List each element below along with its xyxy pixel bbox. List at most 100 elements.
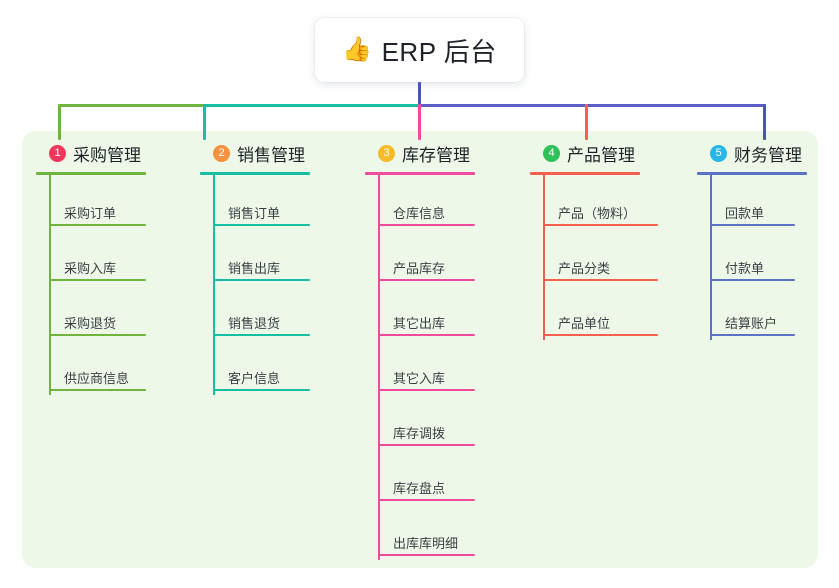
leaf-underline bbox=[543, 334, 658, 336]
column-sales[interactable]: 2 销售管理销售订单销售出库销售退货客户信息 bbox=[200, 139, 310, 395]
leaf-underline bbox=[213, 224, 310, 226]
leaf-label: 结算账户 bbox=[725, 316, 778, 331]
column-items-purchase: 采购订单采购入库采购退货供应商信息 bbox=[36, 175, 146, 395]
leaf-underline bbox=[49, 334, 146, 336]
column-items-product: 产品（物料） 产品分类产品单位 bbox=[530, 175, 658, 340]
column-spine-inventory bbox=[378, 175, 380, 560]
drop-sales-connector bbox=[203, 104, 206, 140]
leaf-label: 其它入库 bbox=[393, 371, 446, 386]
leaf-label: 产品（物料） bbox=[558, 206, 637, 221]
column-badge-product: 4 bbox=[543, 144, 560, 162]
leaf-label: 销售退货 bbox=[228, 316, 281, 331]
leaf-item[interactable]: 其它入库 bbox=[365, 340, 475, 395]
drop-finance-connector bbox=[763, 104, 766, 140]
leaf-label: 采购入库 bbox=[64, 261, 117, 276]
leaf-item[interactable]: 销售退货 bbox=[200, 285, 310, 340]
leaf-label: 付款单 bbox=[725, 261, 765, 276]
root-stem-connector bbox=[418, 82, 421, 106]
leaf-underline bbox=[378, 444, 475, 446]
column-title-purchase: 采购管理 bbox=[73, 145, 141, 165]
column-items-finance: 回款单付款单结算账户 bbox=[697, 175, 807, 340]
leaf-underline bbox=[378, 224, 475, 226]
column-items-inventory: 仓库信息产品库存其它出库其它入库库存调拨库存盘点出库库明细 bbox=[365, 175, 475, 560]
leaf-item[interactable]: 产品单位 bbox=[530, 285, 658, 340]
leaf-label: 出库库明细 bbox=[393, 536, 459, 551]
leaf-item[interactable]: 结算账户 bbox=[697, 285, 807, 340]
root-node[interactable]: 👍 ERP 后台 bbox=[315, 18, 524, 82]
leaf-label: 产品单位 bbox=[558, 316, 611, 331]
leaf-label: 采购订单 bbox=[64, 206, 117, 221]
leaf-item[interactable]: 出库库明细 bbox=[365, 505, 475, 560]
connector-bar-green bbox=[58, 104, 206, 107]
column-finance[interactable]: 5 财务管理回款单付款单结算账户 bbox=[697, 139, 807, 340]
leaf-item[interactable]: 采购订单 bbox=[36, 175, 146, 230]
leaf-label: 销售订单 bbox=[228, 206, 281, 221]
leaf-underline bbox=[49, 224, 146, 226]
leaf-item[interactable]: 采购入库 bbox=[36, 230, 146, 285]
leaf-label: 产品库存 bbox=[393, 261, 446, 276]
column-header-finance[interactable]: 5 财务管理 bbox=[697, 139, 807, 167]
column-spine-purchase bbox=[49, 175, 51, 395]
column-title-inventory: 库存管理 bbox=[402, 145, 470, 165]
leaf-label: 客户信息 bbox=[228, 371, 281, 386]
leaf-underline bbox=[213, 389, 310, 391]
leaf-underline bbox=[378, 279, 475, 281]
column-spine-product bbox=[543, 175, 545, 340]
leaf-underline bbox=[543, 279, 658, 281]
column-title-sales: 销售管理 bbox=[237, 145, 305, 165]
leaf-underline bbox=[213, 279, 310, 281]
leaf-item[interactable]: 销售出库 bbox=[200, 230, 310, 285]
column-items-sales: 销售订单销售出库销售退货客户信息 bbox=[200, 175, 310, 395]
leaf-item[interactable]: 供应商信息 bbox=[36, 340, 146, 395]
leaf-item[interactable]: 库存调拨 bbox=[365, 395, 475, 450]
leaf-item[interactable]: 产品（物料） bbox=[530, 175, 658, 230]
leaf-item[interactable]: 采购退货 bbox=[36, 285, 146, 340]
leaf-label: 销售出库 bbox=[228, 261, 281, 276]
leaf-item[interactable]: 产品库存 bbox=[365, 230, 475, 285]
leaf-label: 库存盘点 bbox=[393, 481, 446, 496]
leaf-item[interactable]: 仓库信息 bbox=[365, 175, 475, 230]
column-spine-sales bbox=[213, 175, 215, 395]
leaf-label: 回款单 bbox=[725, 206, 765, 221]
leaf-label: 采购退货 bbox=[64, 316, 117, 331]
column-title-finance: 财务管理 bbox=[734, 145, 802, 165]
leaf-underline bbox=[378, 334, 475, 336]
leaf-item[interactable]: 回款单 bbox=[697, 175, 807, 230]
diagram-panel bbox=[22, 131, 818, 568]
leaf-label: 仓库信息 bbox=[393, 206, 446, 221]
leaf-item[interactable]: 客户信息 bbox=[200, 340, 310, 395]
leaf-item[interactable]: 付款单 bbox=[697, 230, 807, 285]
column-badge-finance: 5 bbox=[710, 144, 727, 162]
leaf-underline bbox=[378, 499, 475, 501]
column-spine-finance bbox=[710, 175, 712, 340]
leaf-item[interactable]: 产品分类 bbox=[530, 230, 658, 285]
connector-bar-blue bbox=[418, 104, 766, 107]
leaf-item[interactable]: 其它出库 bbox=[365, 285, 475, 340]
connector-bar-teal bbox=[203, 104, 421, 107]
leaf-underline bbox=[710, 224, 795, 226]
leaf-underline bbox=[49, 279, 146, 281]
leaf-item[interactable]: 销售订单 bbox=[200, 175, 310, 230]
drop-product-connector bbox=[585, 104, 588, 140]
drop-inventory-connector bbox=[418, 104, 421, 140]
leaf-label: 其它出库 bbox=[393, 316, 446, 331]
root-label: 👍 ERP 后台 bbox=[342, 32, 497, 69]
column-underline-product bbox=[530, 172, 640, 175]
column-badge-sales: 2 bbox=[213, 144, 230, 162]
column-header-sales[interactable]: 2 销售管理 bbox=[200, 139, 310, 167]
leaf-item[interactable]: 库存盘点 bbox=[365, 450, 475, 505]
leaf-underline bbox=[213, 334, 310, 336]
leaf-underline bbox=[710, 334, 795, 336]
drop-purchase-connector bbox=[58, 104, 61, 140]
leaf-underline bbox=[543, 224, 658, 226]
leaf-underline bbox=[710, 279, 795, 281]
leaf-underline bbox=[378, 554, 475, 556]
leaf-label: 产品分类 bbox=[558, 261, 611, 276]
